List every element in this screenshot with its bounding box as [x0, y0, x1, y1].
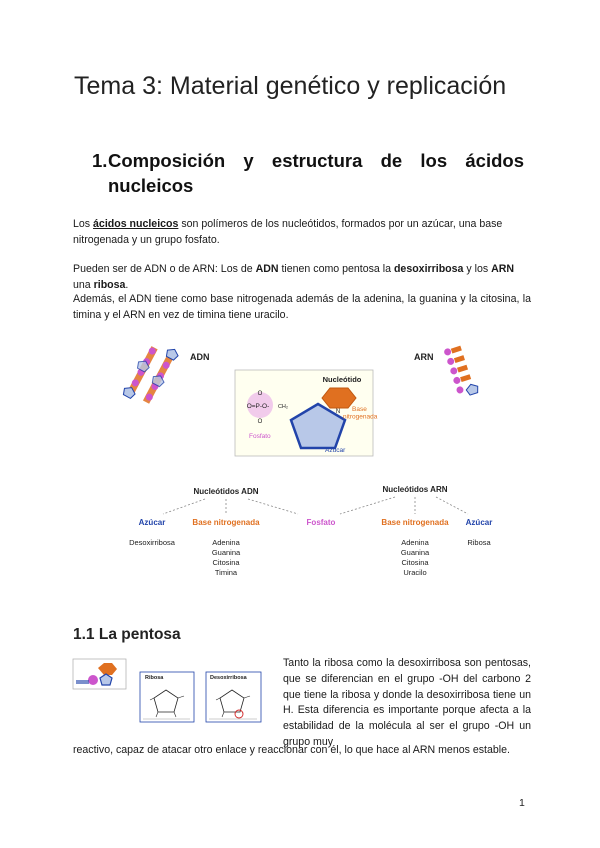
emphasis-term: ácidos nucleicos — [93, 218, 179, 230]
ribosa-thumbnail: Ribosa — [139, 671, 195, 723]
base-adn-item: Adenina — [212, 538, 240, 547]
rna-strand-icon: ARN — [414, 345, 479, 396]
document-title: Tema 3: Material genético y replicación — [74, 72, 507, 100]
phosphate-group: O O=P-O- CH₂ O Fosfato — [247, 391, 288, 440]
desoxirribosa-thumbnail: Desoxirribosa — [205, 671, 262, 723]
bold-term: ADN — [255, 263, 279, 275]
nucleotide-diagram: Nucleótido O O=P-O- CH₂ O Fosfato Azúcar… — [234, 369, 378, 457]
paragraph-acidos-nucleicos: Los ácidos nucleicos son polímeros de lo… — [73, 217, 531, 249]
section-number: 1. — [92, 150, 108, 171]
base-arn-item: Citosina — [401, 558, 429, 567]
text: son polímeros de los nucleótidos, formad… — [73, 218, 503, 246]
page-number: 1 — [519, 797, 525, 809]
bold-term: ribosa — [93, 278, 126, 291]
base-adn-item: Citosina — [212, 558, 240, 567]
label-base-adn: Base nitrogenada — [192, 518, 260, 527]
label-fosfato-common: Fosfato — [307, 518, 336, 527]
text: . — [125, 278, 129, 291]
heading-word: y — [243, 150, 254, 171]
base-arn-item: Adenina — [401, 538, 429, 547]
paragraph-adn-arn: Pueden ser de ADN o de ARN: Los de ADN t… — [73, 262, 531, 294]
sugar-arn-name: Ribosa — [467, 538, 491, 547]
header-nucleotidos-adn: Nucleótidos ADN — [193, 487, 258, 496]
bold-term: desoxirribosa — [393, 263, 464, 275]
subsection-title-pentosa: 1.1 La pentosa — [73, 626, 181, 643]
pentosa-thumbnails: Ribosa Desoxirribosa — [72, 658, 262, 723]
text: y los — [463, 263, 492, 275]
base-adn-item: Guanina — [212, 548, 241, 557]
heading-word: los — [420, 150, 448, 171]
base-n: N — [336, 409, 340, 415]
heading-word: estructura — [271, 150, 363, 171]
header-nucleotidos-arn: Nucleótidos ARN — [382, 485, 447, 494]
section-heading-composicion: 1.Composición y estructura de los ácidos… — [92, 148, 524, 198]
label-azucar-adn: Azúcar — [139, 518, 166, 527]
heading-line2: nucleicos — [108, 175, 194, 196]
heading-word: ácidos — [465, 150, 524, 171]
base-arn-item: Guanina — [401, 548, 430, 557]
label-base-arn: Base nitrogenada — [381, 518, 449, 527]
paragraph-pentosa: Tanto la ribosa como la desoxirribosa so… — [283, 657, 531, 748]
text: tienen como pentosa la — [278, 263, 394, 275]
text: una — [73, 278, 94, 291]
label-azucar-box: Azúcar — [325, 447, 346, 454]
label-azucar-arn: Azúcar — [466, 518, 493, 527]
nucleotide-thumbnail — [72, 658, 127, 690]
phosphate-ch2: CH₂ — [278, 404, 288, 410]
paragraph-bases: Además, el ADN tiene como base nitrogena… — [73, 293, 531, 321]
heading-word: de — [380, 150, 403, 171]
bold-term: ARN — [491, 263, 515, 275]
heading-word: Composición — [108, 150, 226, 171]
thumb-label-desoxirribosa: Desoxirribosa — [210, 675, 248, 681]
label-arn: ARN — [414, 352, 434, 362]
text: Pueden ser de ADN o de ARN: Los de — [73, 263, 256, 275]
nucleotide-title: Nucleótido — [323, 375, 362, 384]
base-arn-item: Uracilo — [403, 568, 426, 577]
text: Los — [73, 218, 94, 230]
phosphate-formula: O=P-O- — [247, 403, 270, 410]
paragraph-pentosa-continued: reactivo, capaz de atacar otro enlace y … — [73, 744, 510, 756]
classification-diagram: Nucleótidos ADN Nucleótidos ARN Azúcar B… — [129, 485, 492, 577]
phosphate-o-top: O — [258, 391, 263, 397]
sugar-adn-name: Desoxirribosa — [129, 538, 176, 547]
label-adn: ADN — [190, 352, 210, 362]
dna-helix-icon: ADN — [122, 346, 210, 404]
sugar-pentagon: Azúcar — [289, 402, 347, 454]
thumb-label-ribosa: Ribosa — [145, 675, 164, 681]
label-fosfato: Fosfato — [249, 433, 271, 440]
base-adn-item: Timina — [215, 568, 238, 577]
h-highlight-circle — [234, 709, 244, 719]
phosphate-o-bottom: O — [258, 419, 263, 425]
